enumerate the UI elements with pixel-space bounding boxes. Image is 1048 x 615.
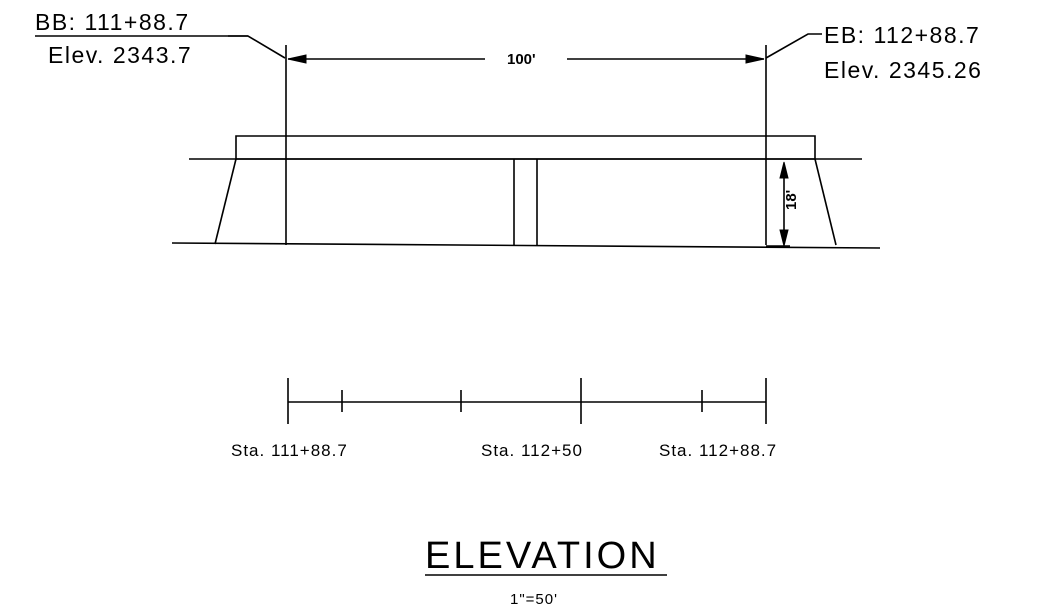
eb-elevation-label: Elev. 2345.26 bbox=[824, 57, 982, 83]
height-dimension-label: 18' bbox=[783, 190, 800, 210]
left-abutment-face bbox=[214, 158, 237, 245]
station-label-mid: Sta. 112+50 bbox=[481, 441, 583, 460]
station-label-end: Sta. 112+88.7 bbox=[659, 441, 777, 460]
height-arrow-bottom bbox=[779, 229, 789, 247]
eb-leader-line bbox=[765, 33, 822, 59]
span-dimension-label: 100' bbox=[507, 51, 536, 68]
span-arrow-left bbox=[287, 54, 307, 64]
height-arrow-top bbox=[779, 161, 789, 179]
bb-station-label: BB: 111+88.7 bbox=[35, 9, 190, 35]
station-label-start: Sta. 111+88.7 bbox=[231, 441, 348, 460]
bb-elevation-label: Elev. 2343.7 bbox=[48, 42, 192, 68]
drawing-title: ELEVATION bbox=[425, 535, 660, 577]
ground-line bbox=[171, 242, 881, 249]
bridge-deck bbox=[235, 135, 816, 160]
span-arrow-right bbox=[745, 54, 765, 64]
eb-station-label: EB: 112+88.7 bbox=[824, 22, 980, 48]
right-abutment-face bbox=[814, 158, 837, 246]
bb-leader-line bbox=[228, 35, 286, 59]
drawing-scale: 1"=50' bbox=[510, 591, 558, 608]
